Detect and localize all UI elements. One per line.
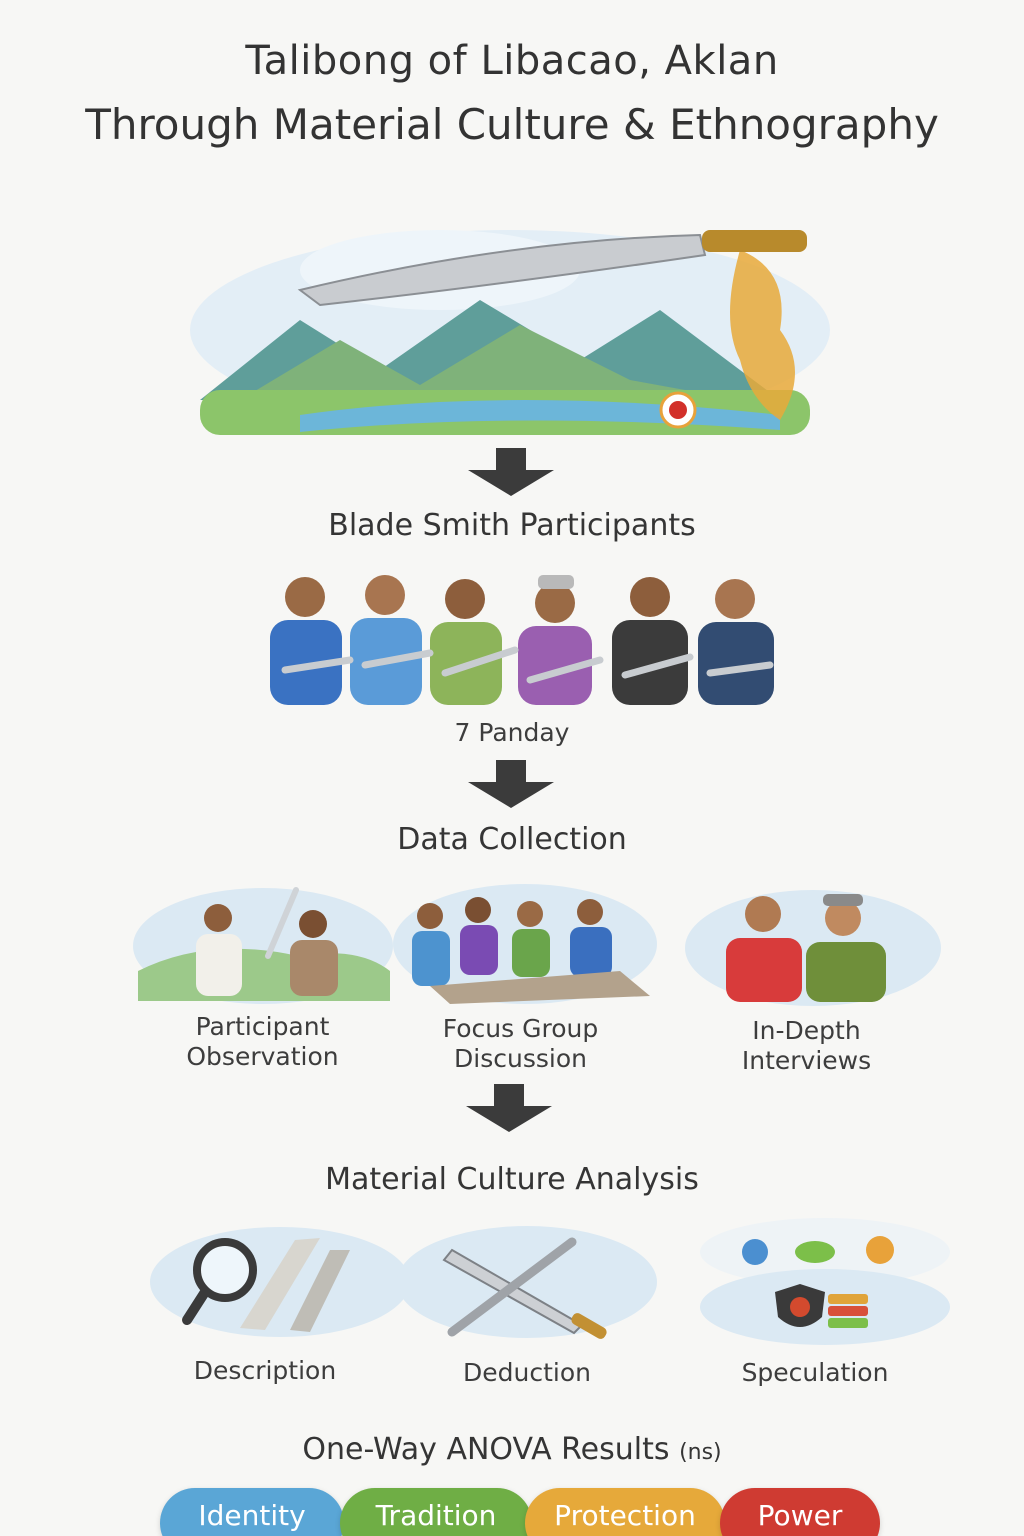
method-label-line2: Discussion bbox=[454, 1044, 587, 1073]
data-collection-heading: Data Collection bbox=[397, 822, 627, 857]
method-label-line1: In-Depth bbox=[752, 1016, 861, 1045]
analysis-heading: Material Culture Analysis bbox=[325, 1162, 699, 1197]
title-line-1: Talibong of Libacao, Aklan bbox=[245, 38, 779, 84]
analysis-method-speculation: Speculation bbox=[741, 1358, 889, 1387]
crossed-blades-icon bbox=[442, 1237, 607, 1339]
method-label-line1: Focus Group bbox=[442, 1014, 599, 1043]
talibong-blade-landscape-illustration bbox=[180, 210, 840, 460]
analysis-method-deduction: Deduction bbox=[463, 1358, 591, 1387]
method-label-line1: Participant bbox=[195, 1012, 330, 1041]
result-pill-power: Power bbox=[720, 1488, 880, 1536]
results-heading-text: One-Way ANOVA Results bbox=[302, 1432, 670, 1467]
location-pin-icon bbox=[659, 391, 697, 429]
result-pill-tradition: Tradition bbox=[340, 1488, 532, 1536]
arrow-down-icon bbox=[464, 1084, 554, 1134]
magnifier-icon bbox=[182, 1238, 257, 1325]
results-heading: One-Way ANOVA Results (ns) bbox=[0, 1432, 1024, 1467]
blade-smiths-group-illustration bbox=[260, 565, 780, 710]
deduction-illustration bbox=[392, 1220, 662, 1350]
participants-heading: Blade Smith Participants bbox=[328, 508, 696, 543]
result-pill-identity: Identity bbox=[160, 1488, 344, 1536]
title-line-2: Through Material Culture & Ethnography bbox=[85, 100, 939, 149]
analysis-method-description: Description bbox=[193, 1356, 337, 1385]
arrow-down-icon bbox=[466, 760, 556, 810]
participant-observation-illustration bbox=[128, 876, 398, 1006]
shield-coins-icon bbox=[775, 1284, 868, 1328]
focus-group-illustration bbox=[390, 876, 660, 1006]
method-participant-observation: Participant Observation bbox=[140, 1012, 385, 1072]
participants-count: 7 Panday bbox=[454, 718, 570, 747]
speculation-illustration bbox=[690, 1212, 960, 1345]
method-label-line2: Interviews bbox=[741, 1046, 872, 1075]
results-significance-note: (ns) bbox=[679, 1440, 722, 1465]
method-label-line2: Observation bbox=[186, 1042, 339, 1071]
method-in-depth-interviews: In-Depth Interviews bbox=[684, 1016, 929, 1076]
arrow-down-icon bbox=[466, 448, 556, 498]
interview-illustration bbox=[678, 880, 948, 1010]
result-pill-protection: Protection bbox=[525, 1488, 725, 1536]
description-illustration bbox=[145, 1220, 415, 1350]
method-focus-group-discussion: Focus Group Discussion bbox=[398, 1014, 643, 1074]
